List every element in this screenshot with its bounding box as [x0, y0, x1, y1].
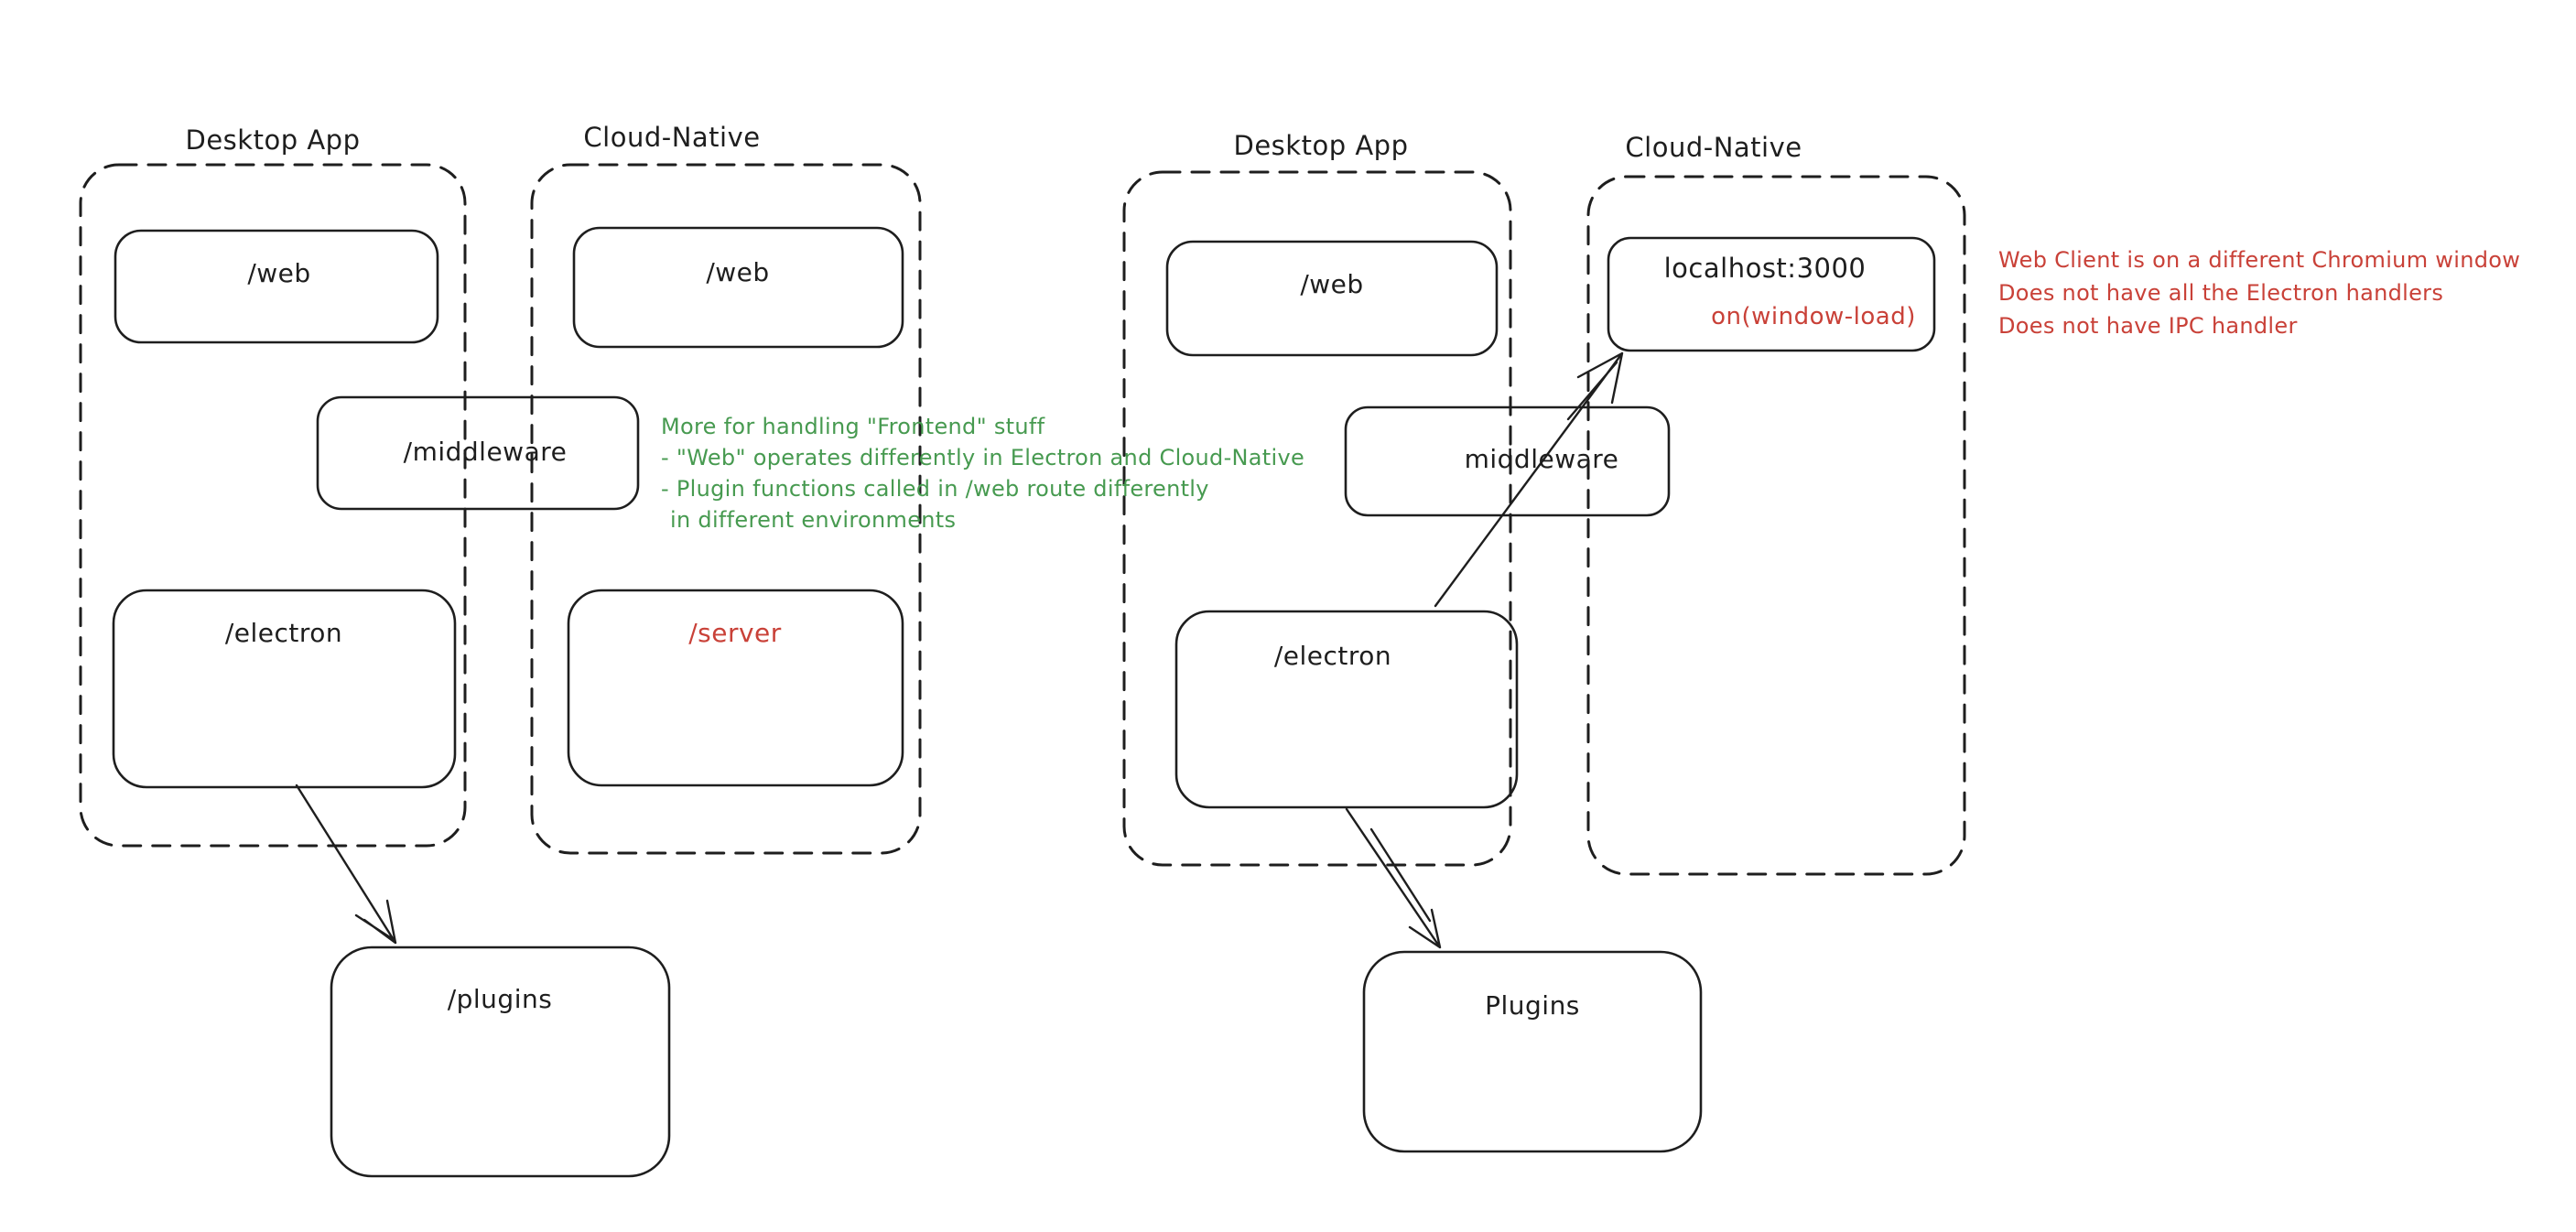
- right-plugins-label: Plugins: [1485, 990, 1580, 1021]
- left-server-label: /server: [688, 618, 782, 648]
- green-note-line: - Plugin functions called in /web route …: [661, 476, 1209, 502]
- green-note-line: More for handling "Frontend" stuff: [661, 414, 1045, 439]
- right-cloud-native-container[interactable]: [1586, 175, 1966, 876]
- left-plugins-label: /plugins: [447, 984, 553, 1014]
- red-note-line: Does not have IPC handler: [1998, 313, 2298, 339]
- left-web-cloud-label: /web: [706, 257, 770, 287]
- right-middleware-box[interactable]: [1344, 405, 1671, 517]
- arrow-right-electron-to-plugins[interactable]: [1345, 807, 1442, 949]
- right-plugins-box[interactable]: [1362, 950, 1703, 1153]
- red-note-line: Web Client is on a different Chromium wi…: [1998, 247, 2521, 273]
- green-note-line: in different environments: [670, 507, 957, 533]
- right-electron-box[interactable]: [1174, 610, 1519, 809]
- left-plugins-box[interactable]: [330, 946, 671, 1178]
- right-desktop-app-container[interactable]: [1122, 170, 1512, 867]
- right-cloud-native-header: Cloud-Native: [1625, 132, 1802, 163]
- left-middleware-label: /middleware: [403, 437, 568, 467]
- right-localhost-box[interactable]: [1607, 236, 1936, 352]
- left-web-cloud-box[interactable]: [572, 226, 904, 349]
- green-note-line: - "Web" operates differently in Electron…: [661, 445, 1305, 470]
- red-annotation-note[interactable]: Web Client is on a different Chromium wi…: [1998, 243, 2520, 342]
- left-electron-box[interactable]: [112, 589, 457, 789]
- right-desktop-app-header: Desktop App: [1233, 130, 1409, 161]
- arrow-right-electron-to-localhost[interactable]: [1434, 351, 1624, 608]
- left-web-desktop-box[interactable]: [114, 229, 439, 344]
- right-electron-label: /electron: [1273, 641, 1392, 671]
- right-localhost-label: localhost:3000: [1663, 253, 1867, 284]
- right-window-load-label: on(window-load): [1711, 303, 1916, 330]
- left-electron-label: /electron: [224, 618, 343, 648]
- left-cloud-native-container[interactable]: [530, 163, 922, 855]
- arrow-left-electron-to-plugins[interactable]: [295, 784, 397, 945]
- left-desktop-app-header: Desktop App: [185, 124, 361, 156]
- left-desktop-app-container[interactable]: [79, 163, 467, 848]
- red-note-line: Does not have all the Electron handlers: [1998, 280, 2444, 306]
- left-cloud-native-header: Cloud-Native: [583, 122, 761, 153]
- right-web-desktop-box[interactable]: [1165, 240, 1499, 357]
- left-middleware-box[interactable]: [316, 395, 640, 511]
- left-web-desktop-label: /web: [247, 258, 311, 288]
- right-middleware-label: middleware: [1464, 444, 1619, 474]
- left-server-box[interactable]: [567, 589, 904, 787]
- right-web-desktop-label: /web: [1300, 269, 1364, 299]
- green-annotation-note[interactable]: More for handling "Frontend" stuff - "We…: [661, 411, 1304, 535]
